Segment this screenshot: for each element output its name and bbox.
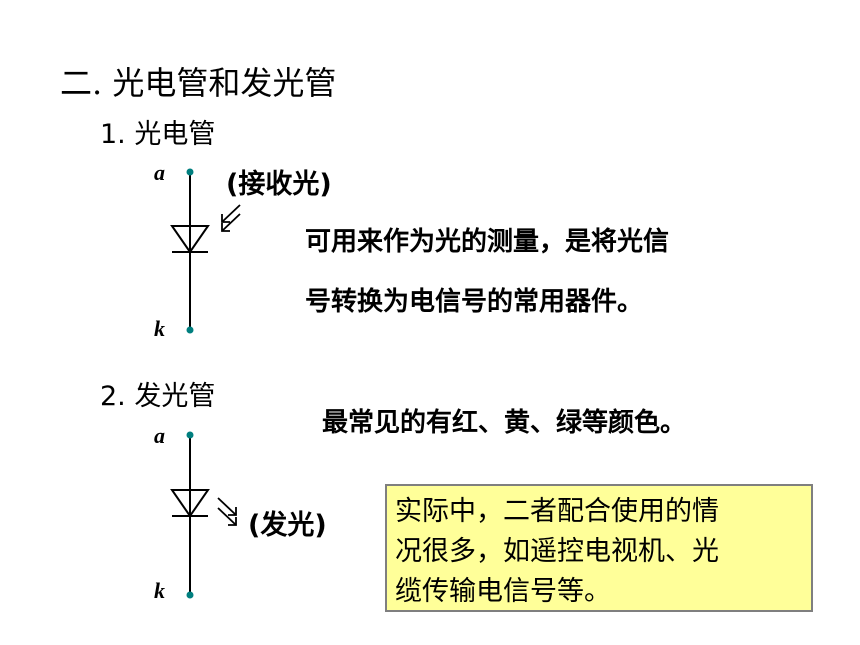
note-line1: 实际中，二者配合使用的情 bbox=[395, 496, 719, 527]
emitted-light-arrow-1 bbox=[217, 497, 237, 516]
note-box: 实际中，二者配合使用的情 况很多，如遥控电视机、光 缆传输电信号等。 bbox=[385, 484, 813, 612]
section1-pin-a: a bbox=[154, 160, 165, 185]
led-terminal-k bbox=[186, 591, 194, 599]
section1-description: 可用来作为光的测量，是将光信 号转换为电信号的常用器件。 bbox=[305, 212, 669, 332]
photodiode-triangle bbox=[170, 225, 210, 254]
section1-title: 1. 光电管 bbox=[100, 112, 215, 151]
note-line2: 况很多，如遥控电视机、光 bbox=[395, 536, 719, 567]
section2-description: 最常见的有红、黄、绿等颜色。 bbox=[322, 408, 687, 438]
section2-number: 2. bbox=[100, 381, 126, 412]
incoming-light-arrow-1 bbox=[221, 204, 241, 223]
led-terminal-a bbox=[186, 431, 194, 439]
note-line3: 缆传输电信号等。 bbox=[395, 576, 611, 607]
section1-title-text: 光电管 bbox=[134, 119, 216, 150]
section1-tag: (接收光) bbox=[226, 169, 332, 200]
section1-number: 1. bbox=[100, 119, 126, 150]
section2-pin-a: a bbox=[154, 423, 165, 448]
photodiode-terminal-a bbox=[186, 168, 194, 176]
section2-title: 2. 发光管 bbox=[100, 374, 215, 413]
photodiode-terminal-k bbox=[186, 326, 194, 334]
photodiode-diagram bbox=[170, 168, 241, 334]
section2-title-text: 发光管 bbox=[134, 381, 216, 412]
section1-description-line1: 可用来作为光的测量，是将光信 bbox=[305, 227, 670, 257]
section2-tag: (发光) bbox=[248, 510, 327, 541]
emitted-light-arrow-2 bbox=[217, 507, 237, 526]
incoming-light-arrow-2 bbox=[221, 213, 241, 232]
led-diagram bbox=[170, 431, 237, 599]
section1-pin-k: k bbox=[154, 316, 165, 341]
section-heading: 二. 光电管和发光管 bbox=[60, 64, 337, 102]
section2-pin-k: k bbox=[154, 578, 165, 603]
section1-description-line2: 号转换为电信号的常用器件。 bbox=[305, 287, 644, 317]
led-triangle bbox=[170, 489, 210, 518]
